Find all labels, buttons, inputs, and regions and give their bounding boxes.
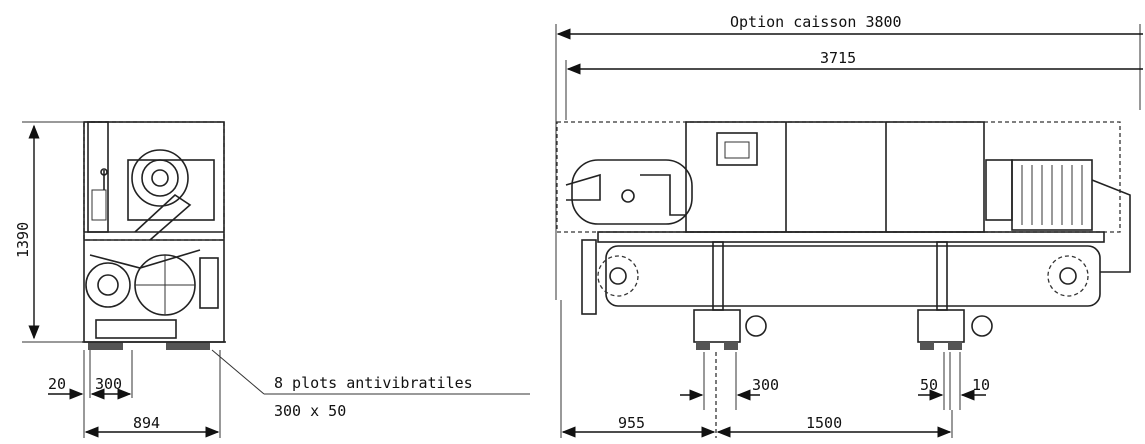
pad-right	[166, 342, 210, 350]
motor-circle	[131, 149, 189, 207]
foot-mount-right	[917, 309, 965, 343]
base-rail-top	[597, 231, 1105, 243]
evaporator-shell	[605, 245, 1101, 307]
compressor-body	[1011, 159, 1093, 231]
front-view: 1390 20 300 894	[14, 121, 226, 438]
first-foot-dimension-label: 955	[618, 414, 645, 432]
electrical-cabinet	[685, 121, 985, 233]
note-line-2: 300 x 50	[274, 402, 346, 420]
front-enclosure-outline	[83, 121, 225, 241]
evaporator-flange-left	[581, 239, 597, 315]
length-dimension-label: 3715	[820, 49, 856, 67]
antivibration-note: 8 plots antivibratiles 300 x 50	[211, 349, 530, 420]
offset-50-dimension-label: 50	[920, 376, 938, 394]
total-width-dimension-label: 894	[133, 414, 160, 432]
foot-mount-left	[693, 309, 741, 343]
option-length-dimension-label: Option caisson 3800	[730, 13, 902, 31]
offset-dimension-label: 20	[48, 375, 66, 393]
foot-width-dimension-label: 300	[752, 376, 779, 394]
pad-left	[88, 342, 123, 350]
pump-circle-left	[85, 262, 131, 308]
note-line-1: 8 plots antivibratiles	[274, 374, 473, 392]
receiver-vessel	[571, 159, 693, 225]
pad-width-dimension-label: 300	[95, 375, 122, 393]
height-dimension-label: 1390	[14, 222, 32, 258]
offset-10-dimension-label: 10	[972, 376, 990, 394]
note-leader-line	[211, 349, 265, 395]
side-view: Option caisson 3800 3715	[555, 13, 1143, 438]
side-enclosure-outline	[556, 121, 1121, 233]
control-panel-display	[716, 132, 758, 166]
foot-spacing-dimension-label: 1500	[806, 414, 842, 432]
